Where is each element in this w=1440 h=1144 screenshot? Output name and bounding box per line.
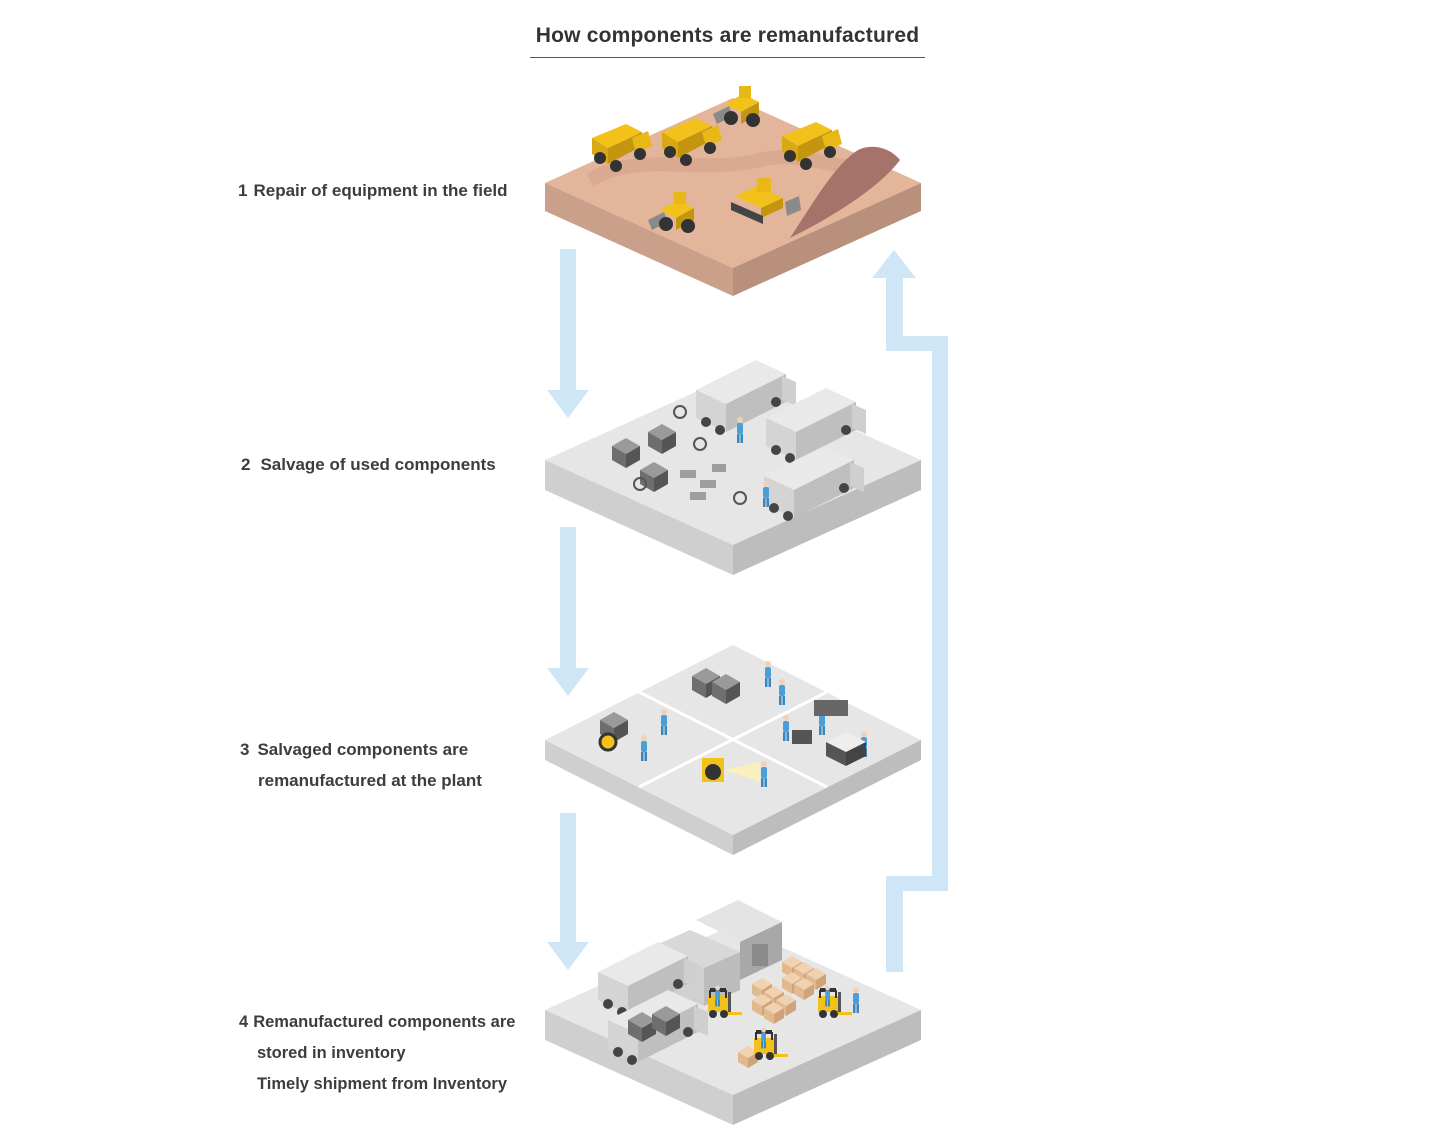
step-4-line-3: Timely shipment from Inventory [257, 1075, 507, 1093]
inventory-tile [545, 900, 921, 1125]
step-3-number: 3 [240, 740, 250, 759]
step-2-label: 2 Salvage of used components [241, 449, 496, 480]
engine-icon [702, 758, 760, 782]
plant-tile [545, 645, 921, 855]
step-1-label: 1 Repair of equipment in the field [238, 175, 508, 206]
field-tile [545, 86, 921, 296]
salvage-tile [545, 360, 921, 575]
title-underline [530, 57, 925, 58]
bulldozer-icon [731, 178, 801, 224]
step-2-line-1: Salvage of used components [260, 455, 496, 474]
step-3-line-2: remanufactured at the plant [258, 771, 482, 790]
parts-pile [633, 405, 747, 505]
down-arrow-2-to-3 [547, 527, 589, 696]
step-3-line-1: Salvaged components are [257, 740, 469, 759]
down-arrow-3-to-4 [547, 813, 589, 970]
flow-arrows [547, 249, 948, 972]
step-3-label: 3 Salvaged components are remanufactured … [240, 734, 482, 796]
step-2-number: 2 [241, 455, 251, 474]
step-1-line-1: Repair of equipment in the field [253, 181, 508, 200]
dirt-mound [790, 146, 900, 238]
down-arrow-1-to-2 [547, 249, 589, 418]
step-4-line-2: stored in inventory [257, 1044, 406, 1062]
step-1-number: 1 [238, 181, 248, 200]
step-4-number: 4 [239, 1013, 249, 1031]
return-arrow-4-to-1 [872, 250, 948, 972]
workbench [792, 700, 866, 766]
step-4-line-1: Remanufactured components are [253, 1013, 516, 1031]
diagram-title: How components are remanufactured [535, 24, 920, 47]
